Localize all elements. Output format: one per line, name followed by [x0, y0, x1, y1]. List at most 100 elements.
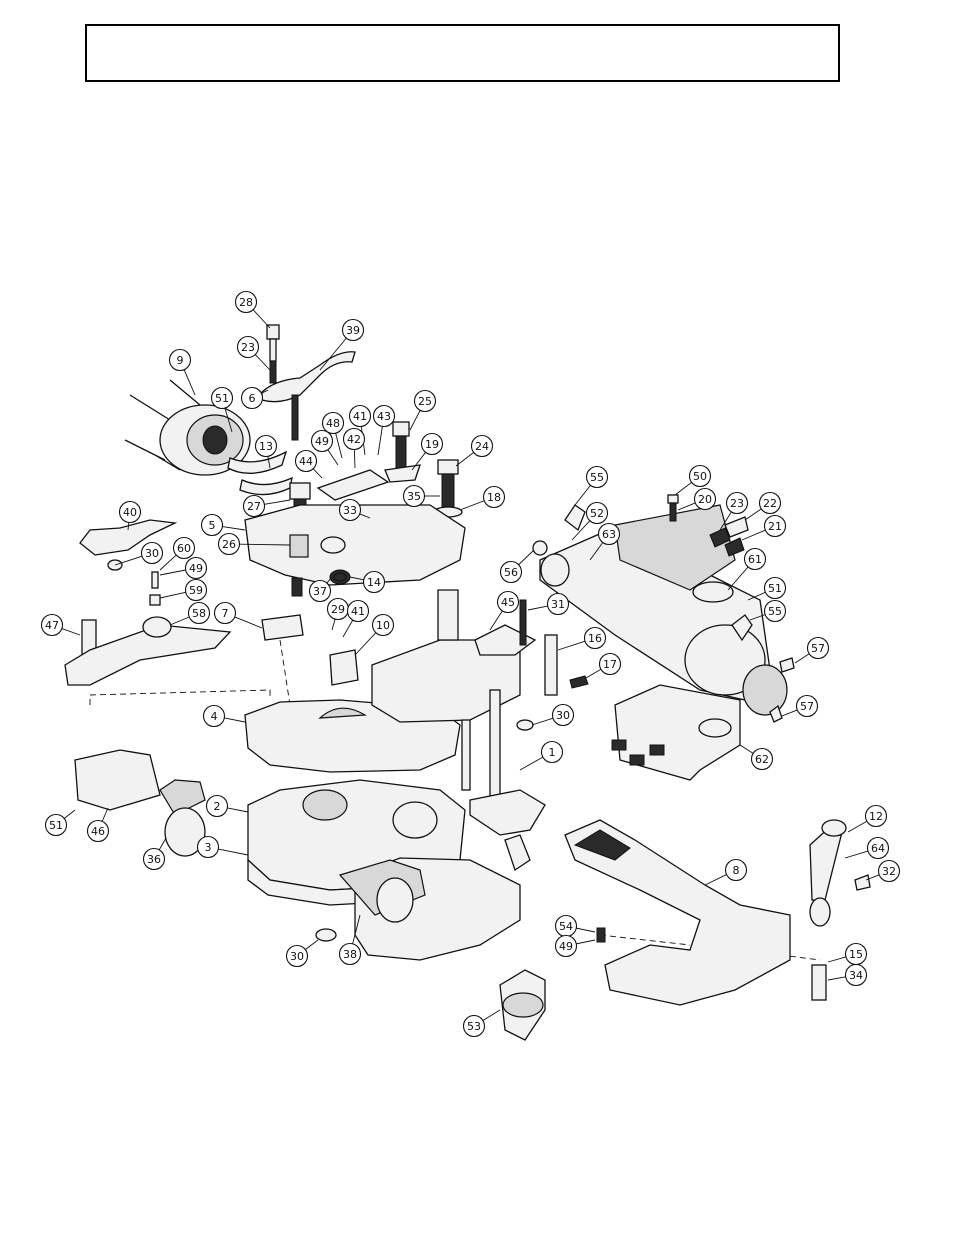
callout-7: 7 [215, 603, 236, 624]
leader-line-30 [305, 940, 318, 950]
callout-number: 24 [475, 440, 489, 453]
callout-number: 46 [91, 825, 105, 838]
callout-number: 48 [326, 417, 340, 430]
callout-number: 62 [755, 753, 769, 766]
callout-32: 32 [879, 861, 900, 882]
leader-line-5 [222, 527, 245, 530]
leader-line-2 [227, 808, 248, 812]
callout-28: 28 [236, 292, 257, 313]
callout-number: 47 [45, 619, 59, 632]
callout-30: 30 [287, 946, 308, 967]
callout-number: 57 [800, 700, 814, 713]
callout-number: 33 [343, 504, 357, 517]
leader-line-24 [456, 452, 474, 466]
leader-line-64 [845, 851, 868, 858]
callout-number: 8 [733, 864, 740, 877]
callout-number: 54 [559, 920, 573, 933]
leader-line-7 [235, 617, 262, 628]
callout-number: 7 [222, 607, 229, 620]
callout-number: 3 [205, 841, 212, 854]
leader-line-28 [253, 310, 270, 328]
leader-line-23 [255, 355, 270, 370]
callout-number: 32 [882, 865, 896, 878]
callout-50: 50 [690, 466, 711, 487]
leader-line-60 [160, 555, 176, 570]
leader-line-62 [740, 745, 753, 753]
callout-number: 39 [346, 324, 360, 337]
callout-38: 38 [340, 944, 361, 965]
callout-number: 61 [748, 553, 762, 566]
callout-46: 46 [88, 821, 109, 842]
callout-57: 57 [808, 638, 829, 659]
callout-number: 1 [549, 746, 556, 759]
callout-number: 63 [602, 528, 616, 541]
callout-5: 5 [202, 515, 223, 536]
callout-number: 9 [177, 354, 184, 367]
callout-44: 44 [296, 451, 317, 472]
callout-47: 47 [42, 615, 63, 636]
callout-16: 16 [585, 628, 606, 649]
callout-9: 9 [170, 350, 191, 371]
callout-number: 17 [603, 658, 617, 671]
callout-56: 56 [501, 562, 522, 583]
callout-59: 59 [186, 580, 207, 601]
callout-48: 48 [323, 413, 344, 434]
callout-number: 23 [730, 497, 744, 510]
callout-12: 12 [866, 806, 887, 827]
callout-17: 17 [600, 654, 621, 675]
callout-18: 18 [484, 487, 505, 508]
callout-number: 43 [377, 410, 391, 423]
callout-55: 55 [587, 467, 608, 488]
callout-29: 29 [328, 599, 349, 620]
leader-line-53 [483, 1010, 500, 1020]
callout-number: 12 [869, 810, 883, 823]
callout-number: 55 [590, 471, 604, 484]
leader-line-10 [355, 633, 376, 655]
leader-line-61 [728, 567, 748, 590]
callout-number: 27 [247, 500, 261, 513]
callout-36: 36 [144, 849, 165, 870]
callout-number: 6 [249, 392, 256, 405]
leader-line-12 [848, 821, 867, 832]
callout-4: 4 [204, 706, 225, 727]
leader-line-46 [102, 808, 108, 821]
callout-number: 10 [376, 619, 390, 632]
leader-line-25 [410, 410, 420, 430]
callout-number: 50 [693, 470, 707, 483]
callout-number: 49 [559, 940, 573, 953]
callout-number: 30 [145, 547, 159, 560]
callout-23: 23 [727, 493, 748, 514]
callout-number: 49 [189, 562, 203, 575]
callout-3: 3 [198, 837, 219, 858]
leader-line-54 [576, 928, 595, 932]
callout-1: 1 [542, 742, 563, 763]
leader-line-43 [378, 426, 382, 455]
leader-line-51 [64, 810, 75, 818]
callout-number: 19 [425, 438, 439, 451]
callout-45: 45 [498, 592, 519, 613]
callout-60: 60 [174, 538, 195, 559]
callout-number: 23 [241, 341, 255, 354]
callout-40: 40 [120, 502, 141, 523]
callout-number: 31 [551, 598, 565, 611]
leader-line-49 [160, 570, 186, 575]
callout-number: 30 [290, 950, 304, 963]
callout-number: 20 [698, 493, 712, 506]
callout-20: 20 [695, 489, 716, 510]
callout-number: 49 [315, 435, 329, 448]
callout-19: 19 [422, 434, 443, 455]
callout-62: 62 [752, 749, 773, 770]
callout-number: 42 [347, 433, 361, 446]
callout-10: 10 [373, 615, 394, 636]
leader-line-44 [313, 469, 322, 478]
callout-55: 55 [765, 601, 786, 622]
callout-number: 64 [871, 842, 885, 855]
callout-33: 33 [340, 500, 361, 521]
callout-number: 13 [259, 440, 273, 453]
callout-41: 41 [348, 601, 369, 622]
leader-line-42 [354, 449, 355, 468]
callout-number: 37 [313, 585, 327, 598]
callout-34: 34 [846, 965, 867, 986]
leader-line-22 [745, 509, 761, 520]
